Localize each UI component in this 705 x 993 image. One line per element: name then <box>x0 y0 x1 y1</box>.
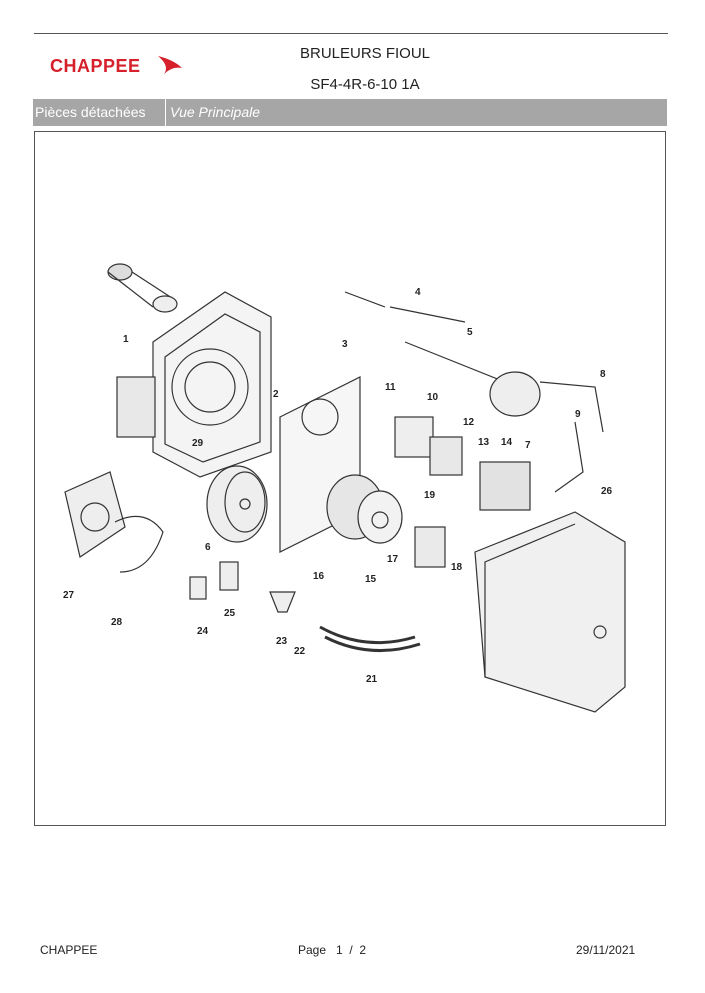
footer-page-indicator: Page 1 / 2 <box>298 943 366 957</box>
page-total: 2 <box>359 943 367 957</box>
part-fan <box>206 465 268 543</box>
exploded-view-diagram: 1 2 3 4 5 6 7 8 9 10 11 12 13 14 15 16 1… <box>63 263 626 713</box>
footer-company: CHAPPEE <box>40 943 98 957</box>
brand-name: CHAPPEE <box>50 56 141 76</box>
label-3: 3 <box>342 339 348 350</box>
label-11: 11 <box>385 382 396 393</box>
label-1: 1 <box>123 334 129 345</box>
part-blast-tube <box>107 263 178 313</box>
label-4: 4 <box>415 287 421 298</box>
tab-main-view[interactable]: Vue Principale <box>170 104 261 120</box>
label-12: 12 <box>463 417 475 428</box>
label-16: 16 <box>313 571 325 582</box>
label-9: 9 <box>575 409 581 420</box>
part-motor <box>326 474 403 544</box>
exploded-view-frame: 1 2 3 4 5 6 7 8 9 10 11 12 13 14 15 16 1… <box>34 131 666 826</box>
label-17: 17 <box>387 554 399 565</box>
label-23: 23 <box>276 636 288 647</box>
part-pump <box>414 526 446 568</box>
label-14: 14 <box>501 437 513 448</box>
label-27: 27 <box>63 590 75 601</box>
label-6: 6 <box>205 542 211 553</box>
part-electrodes <box>344 291 604 493</box>
label-26: 26 <box>601 486 613 497</box>
part-housing <box>116 291 272 478</box>
brand-logo: CHAPPEE <box>50 52 185 82</box>
footer-date: 29/11/2021 <box>576 943 636 957</box>
brand-swoosh-icon <box>158 56 182 74</box>
part-flange <box>64 471 164 573</box>
part-hoses <box>319 625 421 652</box>
part-ignition-box <box>394 416 531 511</box>
page-current: 1 <box>336 943 343 957</box>
label-2: 2 <box>273 389 279 400</box>
label-21: 21 <box>366 674 378 685</box>
label-8: 8 <box>600 369 606 380</box>
header-rule <box>34 33 668 34</box>
label-13: 13 <box>478 437 490 448</box>
part-cover <box>474 511 626 713</box>
part-small-components <box>189 561 296 613</box>
label-10: 10 <box>427 392 439 403</box>
page-label: Page <box>298 943 327 957</box>
label-19: 19 <box>424 490 436 501</box>
document-title: BRULEURS FIOUL <box>299 45 431 62</box>
label-25: 25 <box>224 608 236 619</box>
label-24: 24 <box>197 626 209 637</box>
label-28: 28 <box>111 617 123 628</box>
tab-spare-parts[interactable]: Pièces détachées <box>33 99 166 126</box>
label-5: 5 <box>467 327 473 338</box>
model-reference: SF4-4R-6-10 1A <box>310 76 420 93</box>
label-18: 18 <box>451 562 463 573</box>
page-separator: / <box>349 943 353 957</box>
label-7: 7 <box>525 440 531 451</box>
label-15: 15 <box>365 574 377 585</box>
label-22: 22 <box>294 646 306 657</box>
section-bar: Pièces détachées Vue Principale <box>33 99 667 126</box>
label-29: 29 <box>192 438 204 449</box>
part-labels: 1 2 3 4 5 6 7 8 9 10 11 12 13 14 15 16 1… <box>63 287 613 685</box>
